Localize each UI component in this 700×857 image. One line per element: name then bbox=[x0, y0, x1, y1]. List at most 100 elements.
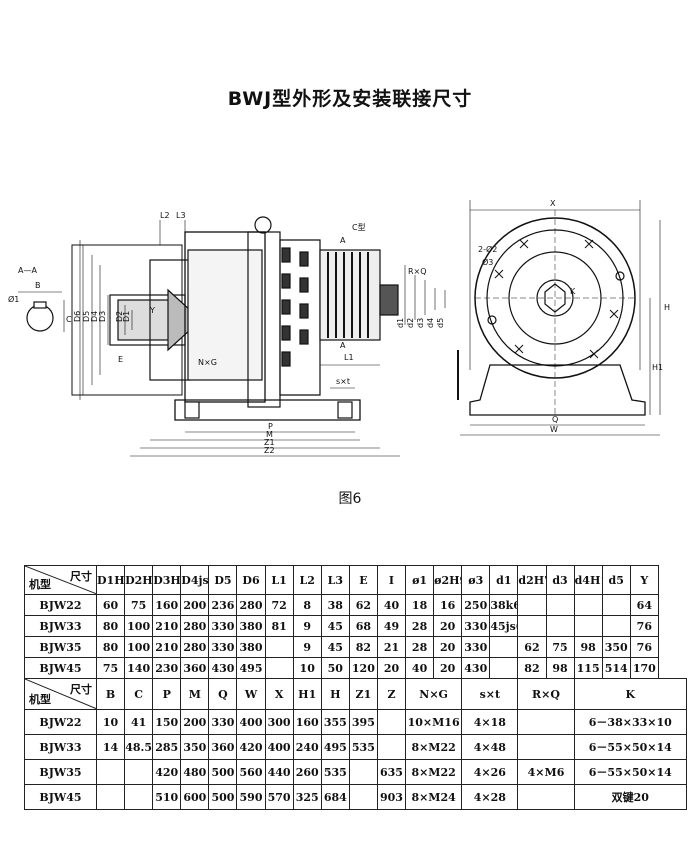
value-cell: 28 bbox=[405, 636, 435, 658]
label-k: K bbox=[570, 287, 576, 296]
value-cell: 684 bbox=[320, 784, 350, 810]
corner-label-size: 尺寸 bbox=[70, 683, 92, 696]
header-cell: D4js7 bbox=[180, 565, 210, 595]
value-cell: 6－55×50×14 bbox=[573, 734, 688, 760]
value-cell: 64 bbox=[629, 594, 659, 616]
header-cell: C bbox=[124, 678, 154, 710]
value-cell: 500 bbox=[208, 759, 238, 785]
value-cell: 14 bbox=[95, 734, 126, 760]
label-rq: R×Q bbox=[408, 267, 427, 276]
label-d3: D3 bbox=[98, 311, 107, 322]
value-cell: 420 bbox=[236, 734, 266, 760]
value-cell: 4×M6 bbox=[517, 759, 575, 785]
value-cell: 330 bbox=[208, 636, 238, 658]
value-cell bbox=[573, 594, 603, 616]
value-cell: 120 bbox=[348, 657, 378, 679]
header-cell: D3H7 bbox=[152, 565, 182, 595]
value-cell: 8×M22 bbox=[405, 734, 463, 760]
label-l1: L1 bbox=[344, 353, 354, 362]
value-cell bbox=[124, 784, 154, 810]
value-cell bbox=[545, 594, 575, 616]
value-cell: 380 bbox=[236, 636, 266, 658]
value-cell: 500 bbox=[208, 784, 238, 810]
value-cell bbox=[517, 594, 547, 616]
label-d4: D4 bbox=[90, 311, 99, 322]
value-cell: 115 bbox=[573, 657, 603, 679]
value-cell bbox=[601, 615, 631, 637]
label-m: M bbox=[266, 430, 273, 439]
label-sxt: s×t bbox=[336, 377, 350, 386]
label-c: C bbox=[66, 315, 72, 324]
value-cell: 635 bbox=[376, 759, 407, 785]
value-cell: 20 bbox=[433, 615, 463, 637]
value-cell: 62 bbox=[517, 636, 547, 658]
header-cell: D6 bbox=[236, 565, 266, 595]
value-cell: 60 bbox=[95, 594, 126, 616]
value-cell bbox=[124, 759, 154, 785]
value-cell: 10 bbox=[95, 709, 126, 735]
value-cell: 100 bbox=[124, 636, 154, 658]
header-cell: ø2H9 bbox=[433, 565, 463, 595]
label-q: Q bbox=[552, 415, 558, 424]
label-y: Y bbox=[149, 306, 155, 315]
lifting-eye bbox=[254, 216, 272, 234]
right-diameter-labels: d1 d2 d3 d4 d5 bbox=[396, 318, 445, 328]
value-cell bbox=[264, 636, 294, 658]
label-b: B bbox=[35, 281, 41, 290]
label-d6: D6 bbox=[73, 311, 82, 322]
dimension-table: 尺寸机型D1H7D2H6D3H7D4js7D5D6L1L2L3EIø1ø2H9ø… bbox=[24, 565, 688, 810]
label-z2: Z2 bbox=[264, 446, 275, 455]
value-cell: 280 bbox=[236, 594, 266, 616]
value-cell: 360 bbox=[208, 734, 238, 760]
value-cell: 20 bbox=[433, 657, 463, 679]
label-phi1: Ø1 bbox=[8, 294, 19, 304]
header-cell: ø1 bbox=[405, 565, 435, 595]
value-cell: 200 bbox=[180, 709, 210, 735]
value-cell: 68 bbox=[348, 615, 378, 637]
value-cell: 40 bbox=[405, 657, 435, 679]
value-cell bbox=[95, 759, 126, 785]
value-cell: 4×18 bbox=[461, 709, 519, 735]
header-cell: Y bbox=[629, 565, 659, 595]
shaft-section-circle bbox=[26, 304, 54, 332]
value-cell: 72 bbox=[264, 594, 294, 616]
value-cell: 514 bbox=[601, 657, 631, 679]
value-cell bbox=[517, 615, 547, 637]
header-cell: L2 bbox=[292, 565, 322, 595]
value-cell: 10×M16 bbox=[405, 709, 463, 735]
value-cell: 330 bbox=[461, 636, 491, 658]
value-cell: 350 bbox=[601, 636, 631, 658]
header-cell: L3 bbox=[320, 565, 350, 595]
value-cell: 300 bbox=[264, 709, 294, 735]
corner-header-cell: 尺寸机型 bbox=[24, 565, 97, 595]
value-cell: 260 bbox=[292, 759, 322, 785]
value-cell: 45 bbox=[320, 636, 350, 658]
model-cell: BJW33 bbox=[24, 734, 97, 760]
value-cell: 4×48 bbox=[461, 734, 519, 760]
value-cell: 16 bbox=[433, 594, 463, 616]
value-cell: 80 bbox=[95, 636, 126, 658]
value-cell: 600 bbox=[180, 784, 210, 810]
value-cell: 82 bbox=[348, 636, 378, 658]
value-cell: 98 bbox=[573, 636, 603, 658]
value-cell: 380 bbox=[236, 615, 266, 637]
value-cell: 6－55×50×14 bbox=[573, 759, 688, 785]
value-cell bbox=[545, 615, 575, 637]
value-cell bbox=[601, 594, 631, 616]
header-cell: d3 bbox=[545, 565, 575, 595]
label-d5: D5 bbox=[82, 311, 91, 322]
header-cell: d1 bbox=[489, 565, 519, 595]
label-nxg: N×G bbox=[198, 358, 217, 367]
value-cell: 45 bbox=[320, 615, 350, 637]
label-z1: Z1 bbox=[264, 438, 275, 447]
value-cell: 560 bbox=[236, 759, 266, 785]
header-cell: H1 bbox=[292, 678, 322, 710]
value-cell: 80 bbox=[95, 615, 126, 637]
diagonal-divider bbox=[25, 566, 96, 594]
value-cell: 590 bbox=[236, 784, 266, 810]
value-cell: 9 bbox=[292, 615, 322, 637]
value-cell bbox=[489, 657, 519, 679]
